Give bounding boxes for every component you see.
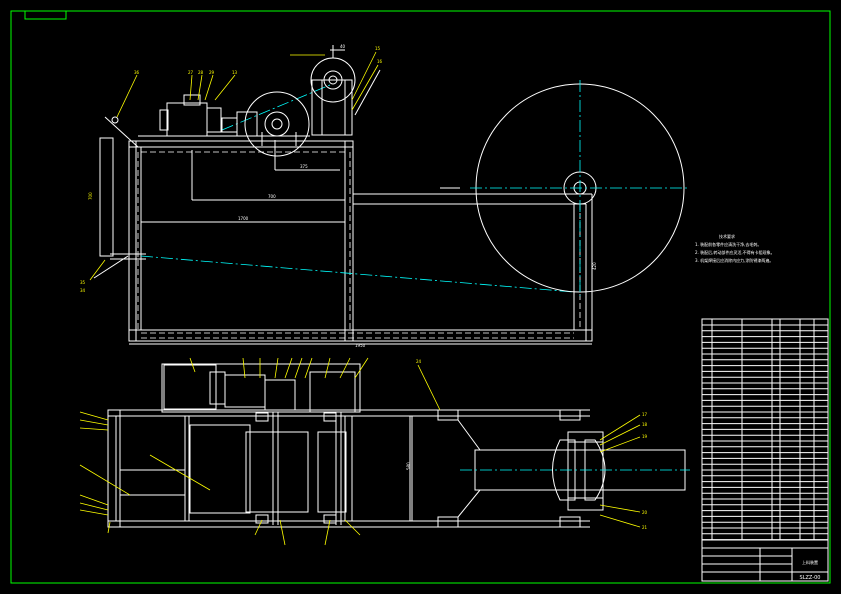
svg-text:15: 15 — [375, 46, 381, 51]
svg-text:29: 29 — [209, 70, 215, 75]
svg-text:375: 375 — [300, 164, 308, 169]
svg-text:700: 700 — [268, 194, 276, 199]
svg-text:20: 20 — [642, 510, 648, 515]
svg-text:16: 16 — [377, 59, 383, 64]
parts-list-rows — [702, 324, 828, 541]
svg-text:36: 36 — [134, 70, 140, 75]
plan-view: 580 24 17 18 19 20 21 — [79, 357, 690, 546]
svg-text:420: 420 — [592, 262, 597, 270]
svg-text:21: 21 — [642, 525, 648, 530]
svg-text:700: 700 — [88, 192, 93, 200]
svg-text:17: 17 — [642, 412, 648, 417]
technical-note-1: 1. 装配前各零件应清洗干净,去毛刺。 — [695, 242, 762, 247]
svg-text:19: 19 — [642, 434, 648, 439]
svg-text:13: 13 — [232, 70, 238, 75]
svg-text:28: 28 — [198, 70, 204, 75]
title-block-code: SLZZ-00 — [799, 575, 821, 581]
svg-text:40: 40 — [340, 44, 346, 49]
svg-text:18: 18 — [642, 422, 648, 427]
svg-text:1950: 1950 — [355, 343, 366, 348]
svg-text:35: 35 — [80, 280, 86, 285]
technical-notes: 技术要求 1. 装配前各零件应清洗干净,去毛刺。 2. 装配后,转动部件应灵活,… — [695, 233, 825, 265]
parts-list — [701, 318, 829, 582]
svg-text:580: 580 — [406, 462, 411, 470]
drawing-frame — [10, 10, 831, 584]
svg-text:24: 24 — [416, 359, 422, 364]
elevation-view: 1950 1700 700 375 700 420 — [80, 44, 690, 348]
technical-notes-title: 技术要求 — [719, 234, 735, 239]
svg-text:1700: 1700 — [238, 216, 249, 221]
title-block-name: 上料装置 — [802, 560, 818, 565]
svg-text:34: 34 — [80, 288, 86, 293]
technical-note-2: 2. 装配后,转动部件应灵活,不得有卡阻现象。 — [695, 250, 775, 255]
technical-note-3: 3. 机架焊接后应消除内应力,涂防锈漆两遍。 — [695, 258, 774, 263]
svg-text:27: 27 — [188, 70, 194, 75]
